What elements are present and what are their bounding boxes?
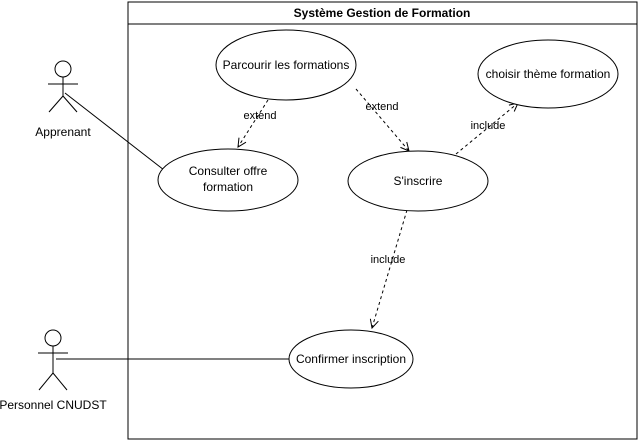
actor-right-leg [62,95,78,113]
include-arrow-top [455,103,518,155]
use-case-sinscrire-label: S'inscrire [394,174,443,188]
use-case-consulter-line1: Consulter offre [189,164,268,178]
extend-label-left: extend [243,110,276,122]
actor-personnel[interactable]: Personnel CNUDST [0,329,107,412]
use-case-choisir-label: choisir thème formation [486,67,611,81]
use-case-parcourir-label: Parcourir les formations [223,58,350,72]
extend-label-right: extend [365,101,398,113]
system-title: Système Gestion de Formation [294,6,471,20]
use-case-parcourir[interactable]: Parcourir les formations [215,29,357,101]
extend-arrow-right [355,88,409,151]
actor-left-leg [38,372,54,391]
use-case-confirmer[interactable]: Confirmer inscription [288,329,414,389]
use-case-choisir[interactable]: choisir thème formation [477,39,619,109]
use-case-consulter-line2: formation [203,180,253,194]
include-arrow-bottom [372,209,408,328]
actor-head [44,329,62,347]
actor-head [54,60,72,78]
actor-apprenant[interactable]: Apprenant [35,60,91,139]
use-case-consulter[interactable]: Consulter offre formation [157,148,299,212]
actor-apprenant-label: Apprenant [35,125,91,139]
association-apprenant-consulter [64,92,165,171]
use-case-confirmer-label: Confirmer inscription [296,352,406,366]
use-case-sinscrire[interactable]: S'inscrire [347,150,489,212]
actor-right-leg [52,372,68,391]
include-label-bottom: include [371,254,406,266]
actor-left-leg [48,95,64,113]
actor-personnel-label: Personnel CNUDST [0,398,107,412]
include-label-top: include [471,120,506,132]
